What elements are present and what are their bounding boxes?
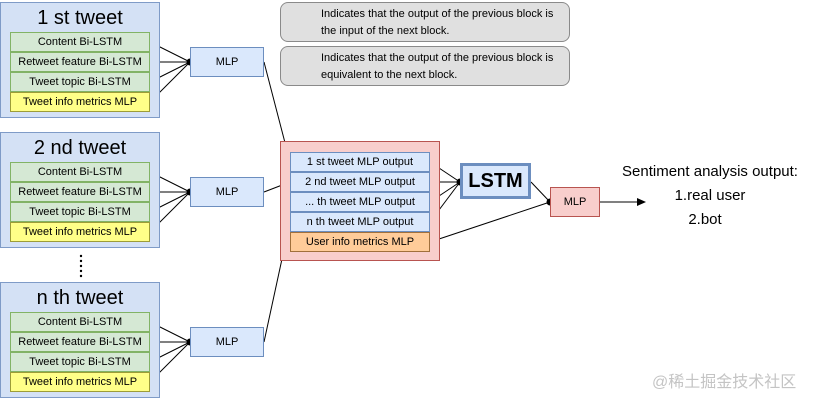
- content-bi-lstm: Content Bi-LSTM: [10, 32, 150, 52]
- tweet-mlp: MLP: [190, 47, 264, 77]
- retweet-feature-bi-lstm: Retweet feature Bi-LSTM: [10, 332, 150, 352]
- user-info-metrics-mlp: User info metrics MLP: [290, 232, 430, 252]
- tweet-mlp: MLP: [190, 327, 264, 357]
- ellipsis-dots: [79, 254, 83, 278]
- legend-text: Indicates that the output of the previou…: [321, 52, 554, 81]
- content-bi-lstm: Content Bi-LSTM: [10, 312, 150, 332]
- legend-box-input: Indicates that the output of the previou…: [280, 2, 570, 42]
- legend-box-equivalent: Indicates that the output of the previou…: [280, 46, 570, 86]
- tweet-topic-bi-lstm: Tweet topic Bi-LSTM: [10, 72, 150, 92]
- tweet-title: 2 nd tweet: [33, 137, 127, 159]
- tweet-info-metrics-mlp: Tweet info metrics MLP: [10, 372, 150, 392]
- result-title: Sentiment analysis output:: [622, 163, 798, 180]
- lstm-block: LSTM: [460, 163, 531, 199]
- result-item: 2.bot: [688, 211, 722, 228]
- tweet-topic-bi-lstm: Tweet topic Bi-LSTM: [10, 202, 150, 222]
- tweet-mlp-output: n th tweet MLP output: [290, 212, 430, 232]
- tweet-mlp-output: 1 st tweet MLP output: [290, 152, 430, 172]
- tweet-topic-bi-lstm: Tweet topic Bi-LSTM: [10, 352, 150, 372]
- tweet-mlp-output: 2 nd tweet MLP output: [290, 172, 430, 192]
- retweet-feature-bi-lstm: Retweet feature Bi-LSTM: [10, 182, 150, 202]
- tweet-info-metrics-mlp: Tweet info metrics MLP: [10, 92, 150, 112]
- legend-text: Indicates that the output of the previou…: [321, 8, 554, 37]
- final-mlp: MLP: [550, 187, 600, 217]
- tweet-title: n th tweet: [36, 287, 124, 309]
- tweet-mlp: MLP: [190, 177, 264, 207]
- retweet-feature-bi-lstm: Retweet feature Bi-LSTM: [10, 52, 150, 72]
- watermark: @稀土掘金技术社区: [652, 374, 797, 391]
- tweet-title: 1 st tweet: [37, 7, 123, 29]
- result-item: 1.real user: [674, 187, 746, 204]
- content-bi-lstm: Content Bi-LSTM: [10, 162, 150, 182]
- tweet-mlp-output: ... th tweet MLP output: [290, 192, 430, 212]
- tweet-info-metrics-mlp: Tweet info metrics MLP: [10, 222, 150, 242]
